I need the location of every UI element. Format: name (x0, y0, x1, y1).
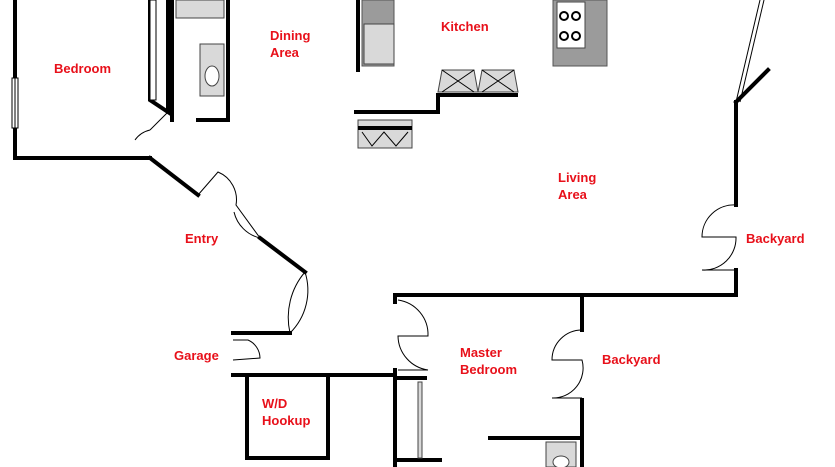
room-labels: Bedroom Dining Area Kitchen Living Area … (54, 19, 805, 428)
closet-rod-icon (417, 381, 423, 459)
kitchen-sink-icon (437, 69, 519, 93)
label-dining-2: Area (270, 45, 300, 60)
label-bedroom: Bedroom (54, 61, 111, 76)
label-garage: Garage (174, 348, 219, 363)
walls (13, 0, 771, 467)
label-wd-1: W/D (262, 396, 287, 411)
fixtures (175, 0, 608, 467)
label-entry: Entry (185, 231, 219, 246)
doors (134, 111, 737, 399)
label-living-1: Living (558, 170, 596, 185)
dishwasher-icon (357, 119, 413, 149)
label-kitchen: Kitchen (441, 19, 489, 34)
label-living-2: Area (558, 187, 588, 202)
tub-icon (175, 0, 225, 19)
windows (11, 0, 765, 129)
label-master-1: Master (460, 345, 502, 360)
label-master-2: Bedroom (460, 362, 517, 377)
label-dining-1: Dining (270, 28, 310, 43)
label-wd-2: Hookup (262, 413, 310, 428)
label-backyard-master: Backyard (602, 352, 661, 367)
label-backyard-right: Backyard (746, 231, 805, 246)
